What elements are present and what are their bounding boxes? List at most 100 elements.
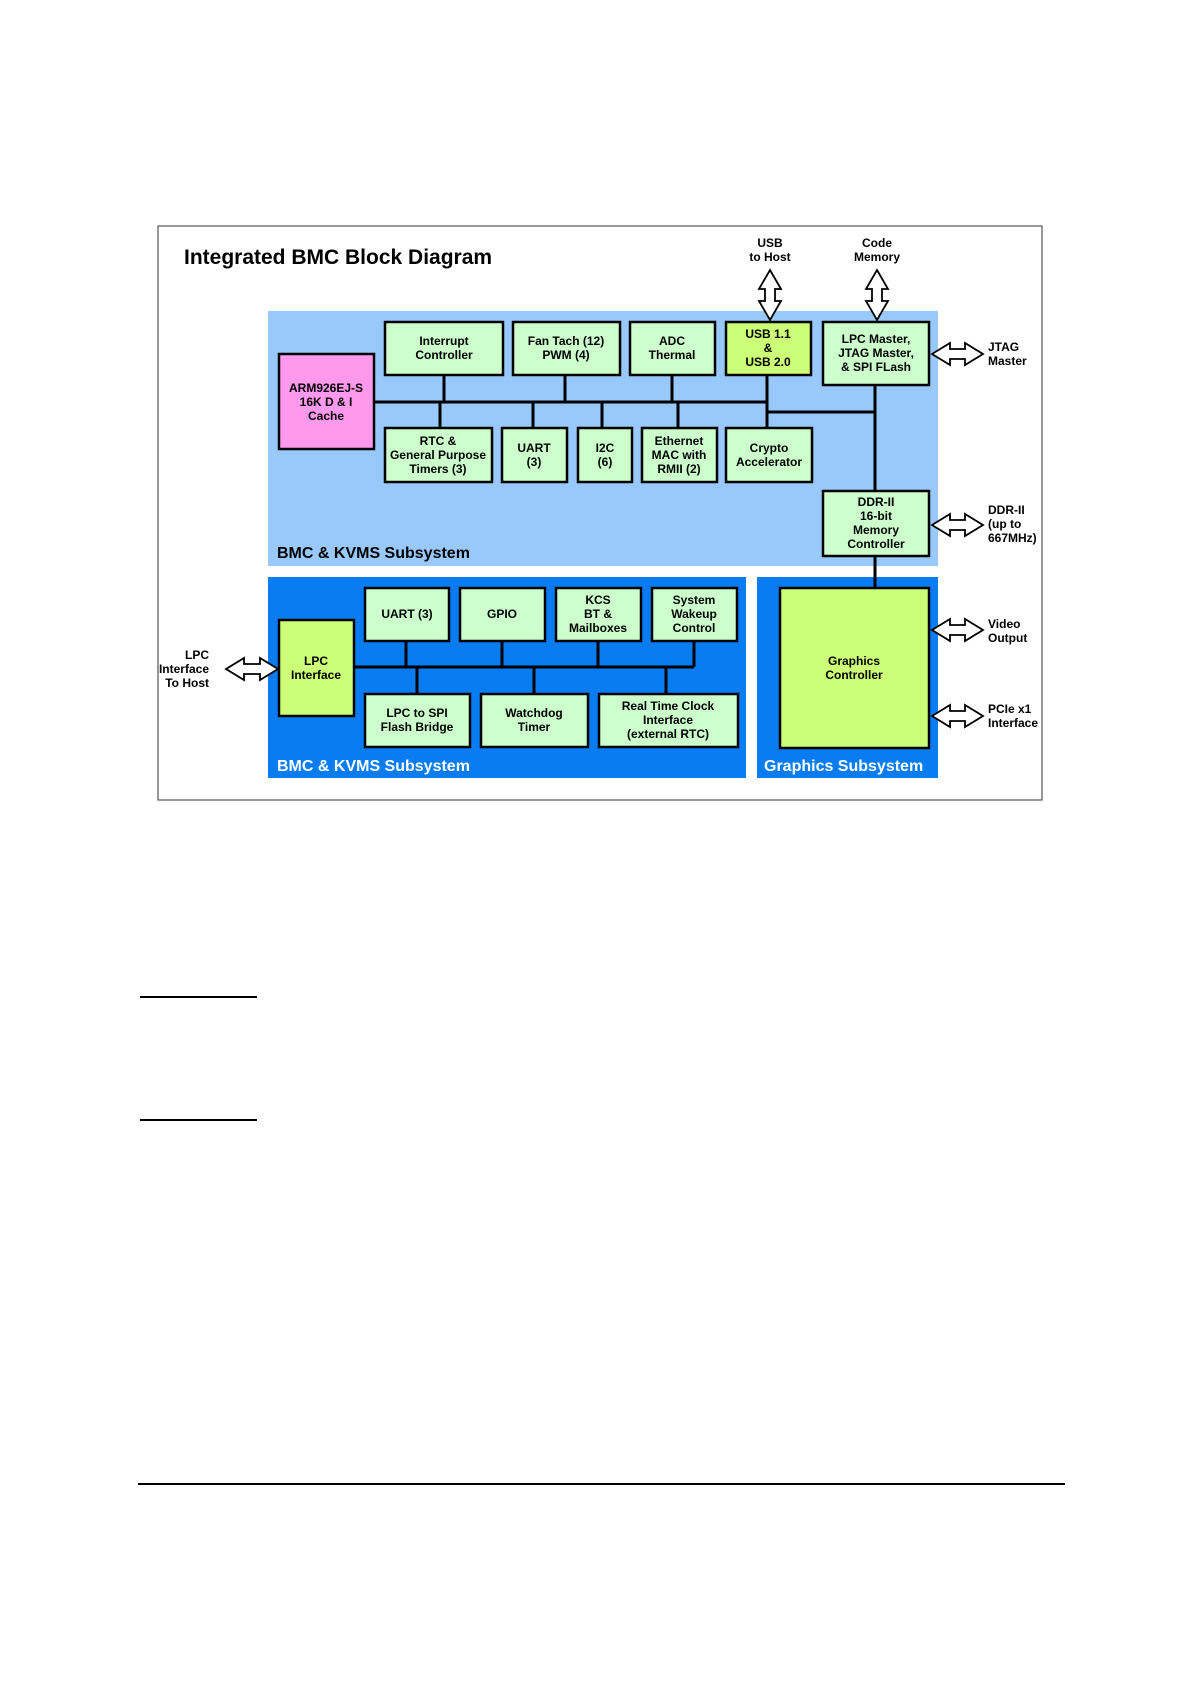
lpc-host-arrow	[224, 656, 280, 682]
block-lpc-spi-label-line: LPC to SPI	[386, 706, 447, 720]
block-ethernet-label-line: MAC with	[652, 448, 707, 462]
block-rtc-iface-label-line: (external RTC)	[627, 727, 709, 741]
block-watchdog-label-line: Watchdog	[505, 706, 563, 720]
block-kcs-label-line: KCS	[585, 593, 610, 607]
ext-ddr-label-line: (up to	[988, 517, 1021, 531]
block-fan-label: Fan Tach (12)PWM (4)	[528, 334, 604, 362]
block-ethernet-label-line: Ethernet	[655, 434, 704, 448]
block-usb-label-line: USB 1.1	[745, 327, 791, 341]
block-rtc-iface-label-line: Real Time Clock	[622, 699, 715, 713]
top-subsystem-label: BMC & KVMS Subsystem	[277, 545, 470, 562]
lpc-spi-bridge-block	[363, 692, 472, 749]
block-ddr-ctrl-label-line: DDR-II	[858, 495, 895, 509]
block-kcs-label-line: BT &	[584, 607, 612, 621]
block-i2c-label: I2C(6)	[596, 441, 615, 469]
bottom-subsystem-label: BMC & KVMS Subsystem	[277, 758, 470, 775]
gpio-block	[458, 586, 547, 643]
ext-ddr-label-line: 667MHz)	[988, 531, 1037, 545]
block-uart-top-label: UART(3)	[517, 441, 551, 469]
block-adc-label-line: Thermal	[649, 348, 696, 362]
rtc-interface-block	[597, 692, 740, 749]
block-arm-label-line: Cache	[308, 409, 344, 423]
code-memory-arrow	[864, 268, 890, 322]
block-ethernet-label-line: RMII (2)	[657, 462, 700, 476]
section-underline-1	[140, 996, 257, 998]
video-output-arrow	[930, 617, 985, 643]
block-rtc-timers-label-line: General Purpose	[390, 448, 486, 462]
lpc-interface-block	[277, 618, 356, 718]
block-usb-label-line: &	[764, 341, 773, 355]
ext-video-label-line: Video	[988, 617, 1020, 631]
block-ddr-ctrl-label-line: Memory	[853, 523, 899, 537]
ddr-controller-block	[821, 489, 931, 558]
ext-lpc-host-label-line: To Host	[165, 676, 209, 690]
ext-lpc-host-label-line: Interface	[159, 662, 209, 676]
block-interrupt-label-line: Interrupt	[419, 334, 468, 348]
block-crypto-label-line: Accelerator	[736, 455, 802, 469]
block-adc-label-line: ADC	[659, 334, 685, 348]
rtc-timers-block	[383, 426, 494, 484]
ext-ddr-label-line: DDR-II	[988, 503, 1025, 517]
ext-usb-host-label-line: USB	[757, 236, 783, 250]
block-ddr-ctrl-label-line: 16-bit	[860, 509, 892, 523]
ext-pcie-label-line: Interface	[988, 716, 1038, 730]
block-arm-label-line: 16K D & I	[300, 395, 353, 409]
block-rtc-timers-label-line: Timers (3)	[409, 462, 466, 476]
usb-block	[724, 320, 813, 377]
block-lpc-master-label-line: LPC Master,	[842, 332, 911, 346]
fan-tach-block	[511, 320, 622, 377]
block-lpc-master-label-line: & SPI FLash	[841, 360, 911, 374]
block-gpio-label: GPIO	[487, 607, 517, 621]
block-uart-bottom-label-line: UART (3)	[381, 607, 432, 621]
block-uart-top-label-line: UART	[517, 441, 551, 455]
block-interrupt-label-line: Controller	[415, 348, 473, 362]
ddr-arrow	[930, 512, 985, 538]
block-rtc-iface-label-line: Interface	[643, 713, 693, 727]
block-graphics-label-line: Controller	[825, 668, 883, 682]
watchdog-block	[479, 692, 590, 749]
block-lpc-master-label: LPC Master,JTAG Master,& SPI FLash	[838, 332, 914, 374]
ext-lpc-host-label-line: LPC	[185, 648, 209, 662]
ext-usb-host-label-line: to Host	[749, 250, 790, 264]
uart-top-block	[500, 426, 569, 484]
block-graphics-label-line: Graphics	[828, 654, 880, 668]
block-rtc-timers-label-line: RTC &	[420, 434, 457, 448]
block-wakeup-label-line: Control	[673, 621, 716, 635]
block-usb-label-line: USB 2.0	[745, 355, 791, 369]
block-gpio-label-line: GPIO	[487, 607, 517, 621]
block-i2c-label-line: (6)	[598, 455, 613, 469]
block-lpc-master-label-line: JTAG Master,	[838, 346, 914, 360]
block-fan-label-line: Fan Tach (12)	[528, 334, 604, 348]
interrupt-controller-block	[383, 320, 505, 377]
block-uart-top-label-line: (3)	[527, 455, 542, 469]
block-arm-label-line: ARM926EJ-S	[289, 381, 363, 395]
lpc-master-block	[821, 320, 931, 387]
ext-video-label-line: Output	[988, 631, 1027, 645]
block-fan-label-line: PWM (4)	[542, 348, 589, 362]
uart-bottom-block	[363, 586, 451, 643]
graphics-controller-block	[778, 586, 931, 750]
ext-jtag-label-line: Master	[988, 354, 1027, 368]
system-wakeup-block	[650, 586, 739, 643]
block-uart-bottom-label: UART (3)	[381, 607, 432, 621]
usb-host-arrow	[757, 268, 783, 322]
block-lpc-spi-label-line: Flash Bridge	[381, 720, 454, 734]
